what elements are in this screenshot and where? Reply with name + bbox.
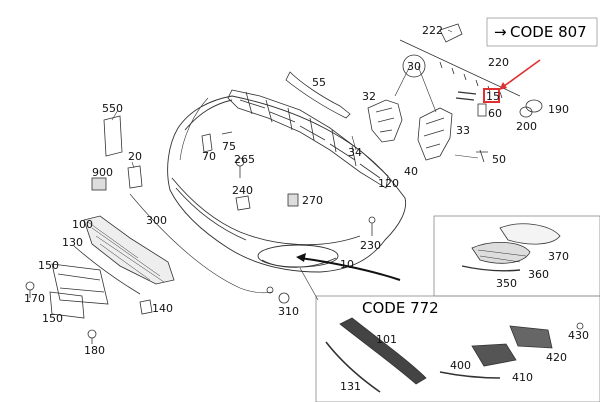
label-100: 100 bbox=[72, 218, 93, 231]
label-550: 550 bbox=[102, 102, 123, 115]
inset-code-772-parts bbox=[325, 317, 584, 393]
label-150-top: 150 bbox=[38, 259, 59, 272]
label-10: 10 bbox=[340, 258, 354, 271]
label-222: 222 bbox=[422, 24, 443, 37]
label-70: 70 bbox=[202, 150, 216, 163]
code-807-box: → CODE 807 bbox=[486, 17, 598, 47]
arrow-10 bbox=[296, 253, 401, 281]
code-772-label: CODE 772 bbox=[362, 299, 439, 317]
label-15: 15 bbox=[486, 90, 500, 103]
code-807-arrow: → bbox=[494, 23, 507, 41]
code-807-label: CODE 807 bbox=[510, 23, 587, 41]
label-150-bottom: 150 bbox=[42, 312, 63, 325]
label-170: 170 bbox=[24, 292, 45, 305]
label-180: 180 bbox=[84, 344, 105, 357]
label-400: 400 bbox=[450, 359, 471, 372]
label-130: 130 bbox=[62, 236, 83, 249]
small-parts-right bbox=[455, 91, 543, 163]
label-75: 75 bbox=[222, 140, 236, 153]
left-small-parts bbox=[91, 115, 299, 294]
label-34: 34 bbox=[348, 146, 362, 159]
label-40: 40 bbox=[404, 165, 418, 178]
label-900: 900 bbox=[92, 166, 113, 179]
label-265: 265 bbox=[234, 153, 255, 166]
lower-grille bbox=[25, 215, 290, 344]
label-50: 50 bbox=[492, 153, 506, 166]
label-190: 190 bbox=[548, 103, 569, 116]
part-labels: 222 220 15 60 190 200 30 32 55 33 50 40 … bbox=[24, 24, 589, 393]
label-131: 131 bbox=[340, 380, 361, 393]
label-33: 33 bbox=[456, 124, 470, 137]
label-240: 240 bbox=[232, 184, 253, 197]
impact-absorber bbox=[227, 89, 389, 189]
label-30: 30 bbox=[407, 60, 421, 73]
label-350: 350 bbox=[496, 277, 517, 290]
label-310: 310 bbox=[278, 305, 299, 318]
label-420: 420 bbox=[546, 351, 567, 364]
ring-30 bbox=[402, 54, 426, 78]
side-bracket-32 bbox=[367, 99, 403, 143]
label-101: 101 bbox=[376, 333, 397, 346]
label-32: 32 bbox=[362, 90, 376, 103]
highlight-part-15 bbox=[483, 59, 541, 103]
screw-230 bbox=[368, 216, 376, 236]
label-60: 60 bbox=[488, 107, 502, 120]
label-300: 300 bbox=[146, 214, 167, 227]
label-230: 230 bbox=[360, 239, 381, 252]
label-270: 270 bbox=[302, 194, 323, 207]
label-410: 410 bbox=[512, 371, 533, 384]
label-370: 370 bbox=[548, 250, 569, 263]
label-360: 360 bbox=[528, 268, 549, 281]
label-120: 120 bbox=[378, 177, 399, 190]
label-220: 220 bbox=[488, 56, 509, 69]
label-140: 140 bbox=[152, 302, 173, 315]
lower-right-inset: CODE 772 bbox=[315, 215, 600, 402]
label-20: 20 bbox=[128, 150, 142, 163]
leader-lines bbox=[111, 29, 479, 169]
side-bracket-33 bbox=[417, 107, 453, 161]
rail-220 bbox=[399, 23, 521, 99]
bumper-cover bbox=[167, 95, 407, 301]
inset-fog-trims bbox=[461, 223, 561, 272]
molding-55 bbox=[285, 71, 351, 119]
label-55: 55 bbox=[312, 76, 326, 89]
label-200: 200 bbox=[516, 120, 537, 133]
label-430: 430 bbox=[568, 329, 589, 342]
